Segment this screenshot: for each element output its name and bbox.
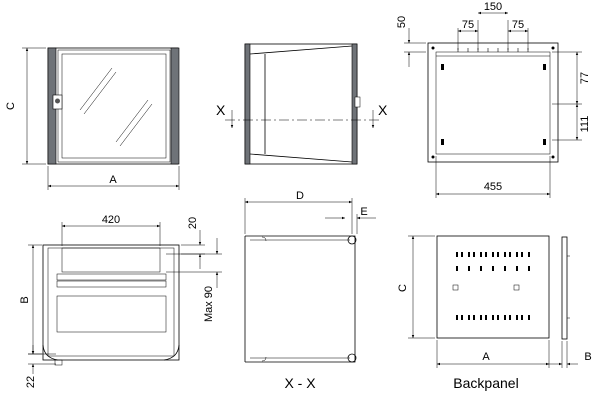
side-outer-box (244, 43, 358, 165)
backpanel-knockout-icon (452, 284, 459, 291)
front-outer-frame (47, 47, 179, 165)
backpanel-dim-height-label: C (397, 284, 409, 292)
side-left-strip (244, 43, 251, 165)
hinge-icon (347, 353, 357, 363)
section-view (244, 235, 357, 363)
back-dim-top-offset: 50 (396, 16, 426, 67)
back-dim-top-offset-label: 50 (396, 16, 408, 28)
side-view-cabinet (225, 43, 380, 165)
bl-slot-strip (56, 280, 167, 288)
backpanel-dim-height: C (397, 235, 435, 339)
bl-dim-top-width: 420 (61, 214, 161, 246)
section-dim-depth: D (244, 190, 353, 234)
side-top-taper (249, 45, 353, 55)
front-right-post (170, 47, 180, 165)
backpanel-plate (436, 235, 550, 339)
mount-slot-icon (441, 139, 444, 145)
glass-reflection-line (119, 103, 153, 147)
back-dim-top-right: 75 (512, 19, 524, 31)
bl-dim-bottom-offset-label: 22 (25, 376, 37, 388)
bl-dim-max-label: Max 90 (203, 286, 215, 322)
glass-reflection-line (79, 67, 113, 111)
backpanel-dim-depth-label: B (584, 351, 591, 363)
bl-dim-max: Max 90 (166, 238, 222, 322)
side-latch-icon (354, 96, 361, 108)
front-glass-door (57, 49, 171, 163)
bl-dim-top-offset-label: 20 (187, 217, 199, 229)
bottom-left-cabinet (42, 244, 180, 366)
section-marker-left: X (216, 102, 226, 118)
back-dim-bottom-label: 455 (484, 181, 502, 193)
bl-top-panel (61, 247, 161, 273)
bl-slot-strip (56, 273, 167, 281)
bl-dim-bottom-offset: 22 (25, 345, 56, 388)
mount-slot-icon (543, 139, 546, 145)
section-dim-e: E (325, 206, 376, 234)
backpanel-knockout-icon (513, 284, 520, 291)
back-view-cabinet (427, 42, 559, 163)
backpanel-side-profile (561, 236, 568, 340)
mount-slot-icon (441, 64, 444, 70)
bl-dim-height: B (19, 244, 42, 355)
back-inner-frame (435, 51, 551, 155)
section-markers: X X (216, 102, 388, 128)
back-dim-bottom: 455 (435, 156, 551, 198)
backpanel-slots-mid (456, 266, 530, 271)
backpanel-slots-bottom (456, 315, 530, 320)
bl-outer-frame (42, 244, 180, 361)
back-dim-right-lower: 111 (579, 116, 591, 133)
backpanel-side (561, 236, 570, 340)
bl-dim-height-label: B (19, 296, 31, 303)
front-dim-height-label: C (5, 102, 17, 110)
backpanel-dim-width-label: A (482, 351, 490, 363)
backpanel-dim-width: A (436, 340, 550, 368)
back-dim-right-upper: 77 (579, 72, 591, 84)
section-outline (245, 235, 356, 363)
backpanel-slots-top (456, 252, 530, 257)
section-caption: X - X (284, 375, 316, 391)
front-view-cabinet (47, 47, 180, 165)
back-dim-top-left: 75 (462, 19, 474, 31)
side-bottom-taper (249, 153, 353, 163)
backpanel-caption: Backpanel (453, 375, 518, 391)
glass-reflection-line (83, 71, 117, 115)
keyhole-icon (55, 98, 60, 104)
mount-slot-icon (543, 64, 546, 70)
back-dim-top-center: 150 (484, 1, 502, 13)
front-dim-width: A (47, 166, 180, 190)
back-outer-frame (427, 42, 559, 163)
front-dim-width-label: A (109, 174, 117, 186)
glass-reflection-line (115, 99, 149, 143)
hinge-icon (347, 235, 357, 245)
bl-lower-panel (56, 295, 167, 333)
backpanel-view (436, 235, 550, 339)
bl-foot (54, 359, 63, 366)
front-dim-height: C (5, 47, 46, 165)
section-marker-right: X (378, 102, 388, 118)
back-dims-right: 77 111 (552, 51, 591, 141)
bl-dim-top-offset: 20 (181, 217, 205, 269)
back-dims-top: 75 150 75 (457, 1, 529, 50)
bl-dim-top-width-label: 420 (102, 214, 120, 226)
backpanel-dim-depth: B (548, 341, 592, 368)
bl-inner-frame (47, 247, 175, 357)
section-dim-depth-label: D (296, 190, 304, 202)
section-dim-e-label: E (360, 206, 367, 218)
